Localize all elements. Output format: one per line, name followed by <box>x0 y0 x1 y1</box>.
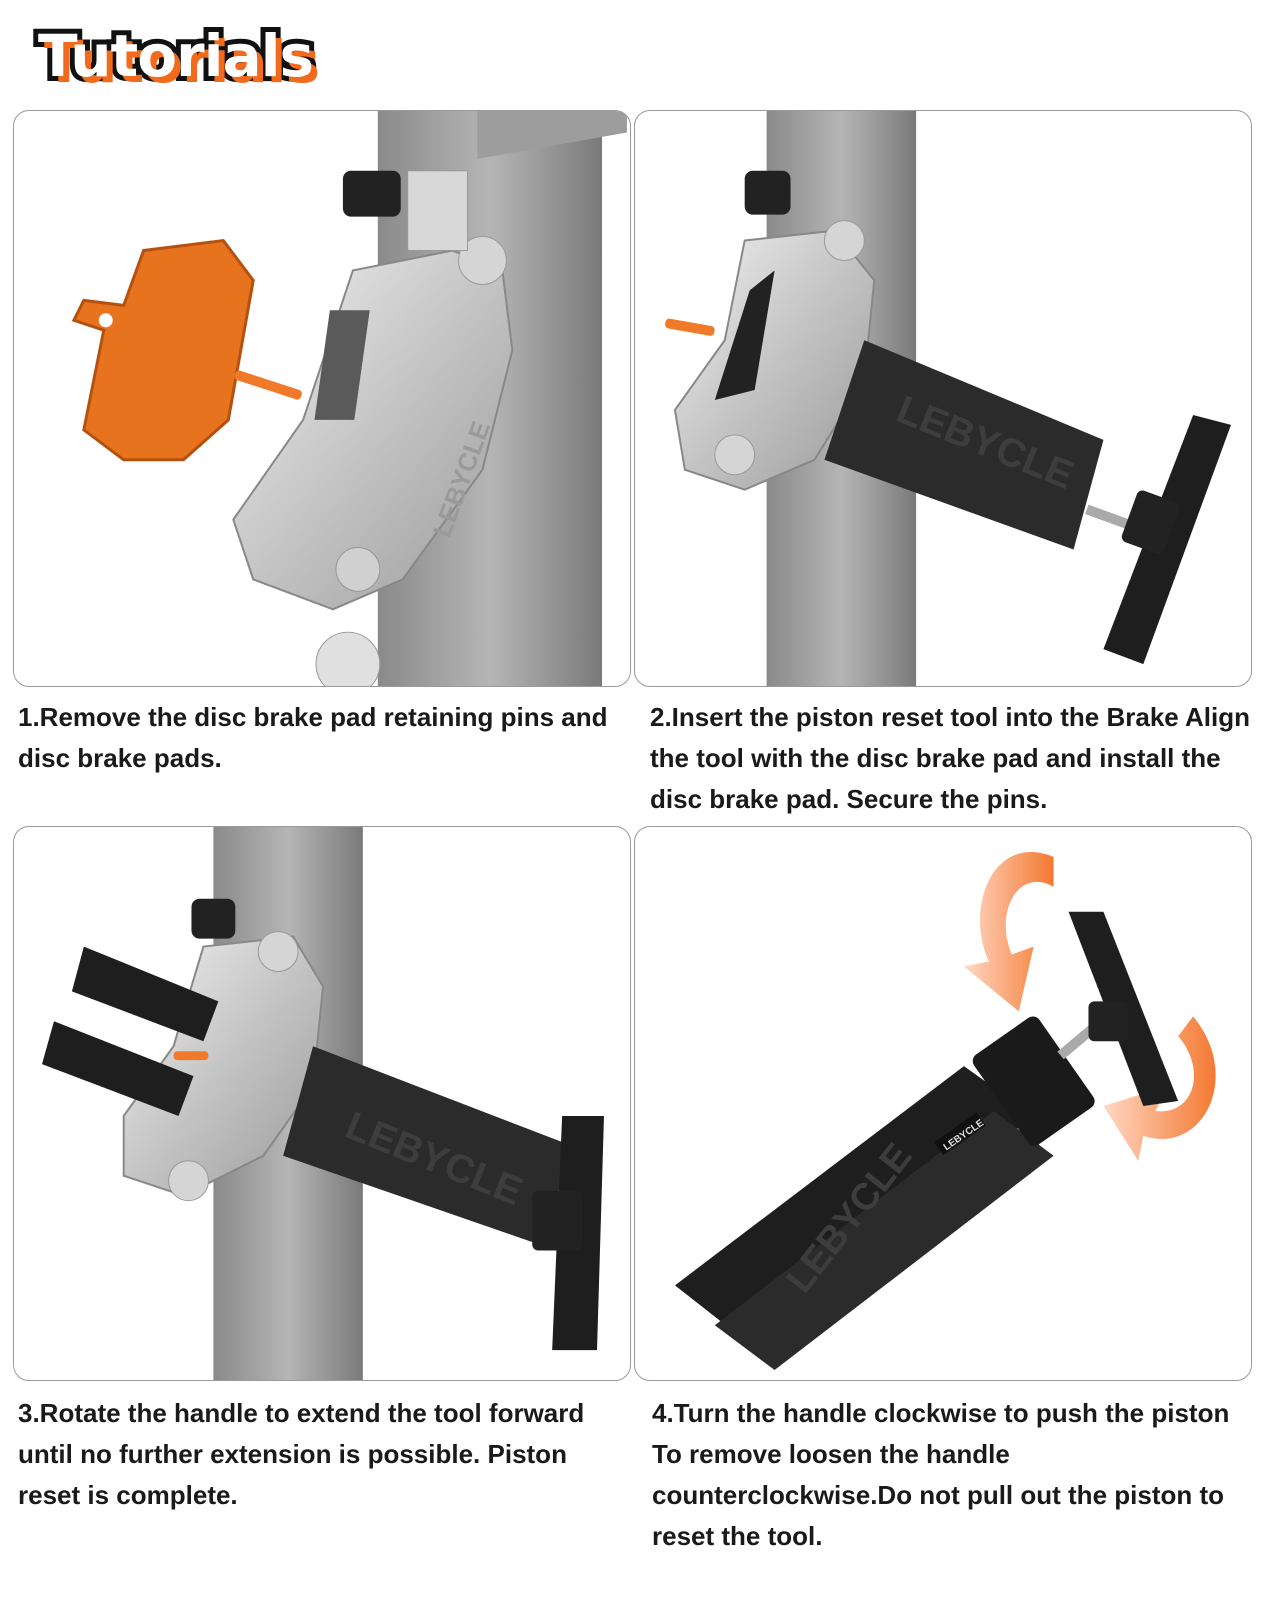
step-1-image: LEBYCLE <box>13 110 631 687</box>
retaining-pin-icon <box>173 1051 209 1061</box>
retaining-pin-icon <box>665 318 715 336</box>
caliper-icon <box>122 898 325 1202</box>
piston-reset-tool-icon: LEBYCLE <box>42 946 573 1246</box>
step-3-image: LEBYCLE <box>13 826 631 1381</box>
step-1-illustration: LEBYCLE <box>71 111 627 686</box>
step-2-caption: 2.Insert the piston reset tool into the … <box>650 702 1251 814</box>
brake-pad-icon <box>71 238 255 462</box>
t-handle-icon <box>1068 911 1179 1106</box>
rotation-arrow-icon <box>963 851 1216 1161</box>
caliper-icon <box>232 170 514 686</box>
step-3-caption: 3.Rotate the handle to extend the tool f… <box>18 1398 585 1510</box>
step-1-caption: 1.Remove the disc brake pad retaining pi… <box>18 702 608 773</box>
t-handle-icon <box>1103 414 1231 665</box>
piston-reset-tool-icon: LEBYCLE <box>714 270 1104 550</box>
step-2-illustration: LEBYCLE <box>665 111 1231 686</box>
step-3-illustration: LEBYCLE <box>42 827 604 1380</box>
step-2-image: LEBYCLE <box>634 110 1252 687</box>
piston-reset-tool-icon: LEBYCLE LEBYCLE <box>674 1016 1095 1371</box>
caliper-icon <box>673 170 876 491</box>
step-4-caption: 4.Turn the handle clockwise to push the … <box>652 1398 1230 1551</box>
page-title: Tutorials <box>33 17 319 95</box>
t-handle-icon <box>532 1115 604 1351</box>
step-4-illustration: LEBYCLE LEBYCLE <box>674 851 1216 1371</box>
step-4-image: LEBYCLE LEBYCLE <box>634 826 1252 1381</box>
retaining-pin-icon <box>234 370 302 400</box>
